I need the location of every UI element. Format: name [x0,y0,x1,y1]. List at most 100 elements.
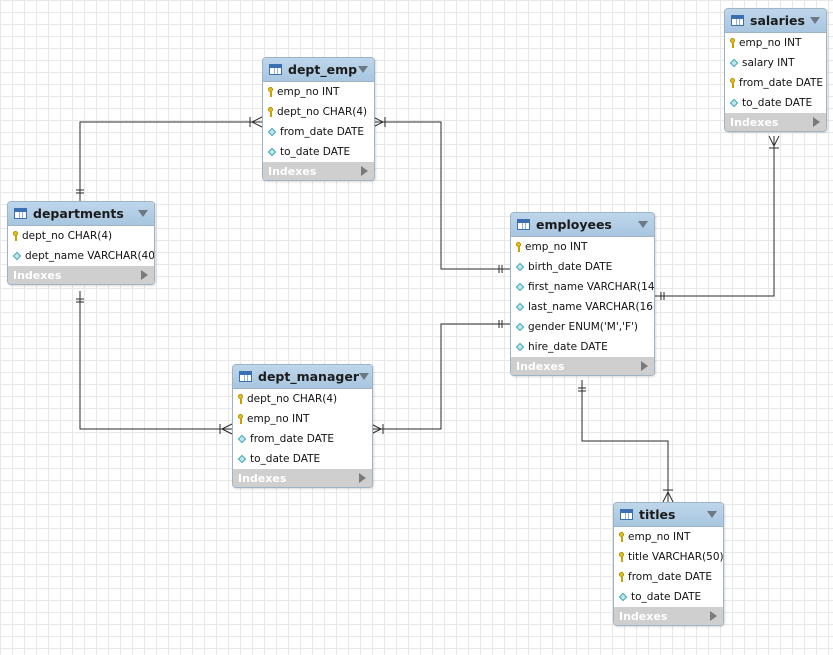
primary-key-icon [619,572,624,582]
column-diamond-icon [267,147,277,157]
column-label: dept_no CHAR(4) [247,393,338,405]
column-label: emp_no INT [628,531,691,543]
column-diamond-icon [729,98,739,108]
relationship-departments-dept_manager[interactable] [76,291,233,435]
primary-key-icon [268,107,273,117]
column-diamond-icon [515,282,525,292]
column-diamond-icon [237,434,247,444]
column-label: from_date DATE [280,126,365,138]
column-label: emp_no INT [247,413,310,425]
column-label: to_date DATE [250,453,321,465]
column-label: salary INT [742,57,795,69]
relationship-departments-dept_emp[interactable] [76,116,263,201]
table-header[interactable]: titles [614,503,723,527]
table-header[interactable]: departments [8,202,154,226]
one-cardinality-marker [578,387,586,392]
column-row[interactable]: emp_no INT [233,409,372,429]
indexes-section[interactable]: Indexes [233,469,372,487]
table-icon [620,509,633,520]
column-label: emp_no INT [739,37,802,49]
column-row[interactable]: to_date DATE [233,449,372,469]
indexes-section[interactable]: Indexes [725,113,826,131]
collapse-arrow-icon[interactable] [358,66,368,73]
expand-arrow-icon[interactable] [641,361,648,371]
indexes-section[interactable]: Indexes [8,266,154,284]
column-label: dept_no CHAR(4) [22,230,113,242]
indexes-section[interactable]: Indexes [511,357,654,375]
table-name: dept_manager [258,369,359,384]
table-name: titles [639,507,676,522]
expand-arrow-icon[interactable] [141,270,148,280]
column-row[interactable]: gender ENUM('M','F') [511,317,654,337]
column-row[interactable]: from_date DATE [614,567,723,587]
column-row[interactable]: hire_date DATE [511,337,654,357]
collapse-arrow-icon[interactable] [358,373,369,380]
column-row[interactable]: emp_no INT [614,527,723,547]
table-icon [269,64,282,75]
column-label: first_name VARCHAR(14) [528,281,655,293]
column-row[interactable]: emp_no INT [511,237,654,257]
table-header[interactable]: dept_emp [263,58,374,82]
primary-key-icon [238,394,243,404]
table-titles[interactable]: titles emp_no INT title VARCHAR(50) from_da… [613,502,724,626]
table-dept-manager[interactable]: dept_manager dept_no CHAR(4) emp_no INT fro… [232,364,373,488]
table-header[interactable]: employees [511,213,654,237]
column-row[interactable]: emp_no INT [725,33,826,53]
column-row[interactable]: from_date DATE [263,122,374,142]
column-row[interactable]: birth_date DATE [511,257,654,277]
column-row[interactable]: to_date DATE [263,142,374,162]
collapse-arrow-icon[interactable] [707,511,717,518]
column-row[interactable]: from_date DATE [233,429,372,449]
relationship-employees-dept_manager[interactable] [370,320,510,435]
expand-arrow-icon[interactable] [361,166,368,176]
table-header[interactable]: dept_manager [233,365,372,389]
column-label: dept_no CHAR(4) [277,106,368,118]
one-cardinality-marker [498,320,503,328]
indexes-section[interactable]: Indexes [263,162,374,180]
table-name: departments [33,206,124,221]
column-row[interactable]: to_date DATE [725,93,826,113]
relationship-employees-titles[interactable] [578,380,674,503]
table-departments[interactable]: departments dept_no CHAR(4) dept_name VARC… [7,201,155,285]
column-row[interactable]: dept_name VARCHAR(40) [8,246,154,266]
collapse-arrow-icon[interactable] [138,210,148,217]
column-label: from_date DATE [739,77,824,89]
expand-arrow-icon[interactable] [813,117,820,127]
column-label: title VARCHAR(50) [628,551,724,563]
relationship-employees-salaries[interactable] [653,135,780,300]
column-row[interactable]: last_name VARCHAR(16) [511,297,654,317]
table-header[interactable]: salaries [725,9,826,33]
column-diamond-icon [515,322,525,332]
many-cardinality-marker [768,135,780,149]
relationship-employees-dept_emp[interactable] [372,116,510,273]
column-row[interactable]: emp_no INT [263,82,374,102]
table-name: dept_emp [288,62,358,77]
column-row[interactable]: dept_no CHAR(4) [263,102,374,122]
indexes-section[interactable]: Indexes [614,607,723,625]
column-diamond-icon [267,127,277,137]
expand-arrow-icon[interactable] [710,611,717,621]
column-row[interactable]: title VARCHAR(50) [614,547,723,567]
primary-key-icon [13,231,18,241]
column-row[interactable]: to_date DATE [614,587,723,607]
table-salaries[interactable]: salaries emp_no INT salary INT from_date DA… [724,8,827,132]
many-cardinality-marker [662,489,674,503]
column-row[interactable]: dept_no CHAR(4) [8,226,154,246]
table-dept-emp[interactable]: dept_emp emp_no INT dept_no CHAR(4) from_da… [262,57,375,181]
column-row[interactable]: salary INT [725,53,826,73]
collapse-arrow-icon[interactable] [810,17,820,24]
primary-key-icon [730,78,735,88]
primary-key-icon [516,242,521,252]
column-diamond-icon [237,454,247,464]
primary-key-icon [268,87,273,97]
column-row[interactable]: dept_no CHAR(4) [233,389,372,409]
column-row[interactable]: first_name VARCHAR(14) [511,277,654,297]
column-row[interactable]: from_date DATE [725,73,826,93]
column-label: hire_date DATE [528,341,608,353]
one-cardinality-marker [76,189,84,194]
column-label: emp_no INT [277,86,340,98]
primary-key-icon [238,414,243,424]
expand-arrow-icon[interactable] [359,473,366,483]
collapse-arrow-icon[interactable] [638,221,648,228]
